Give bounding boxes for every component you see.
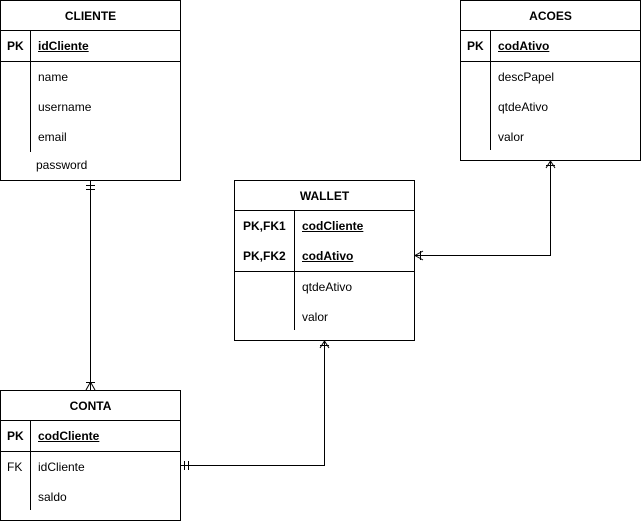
attribute-fk: idCliente (38, 460, 85, 474)
attribute-row: qtdeAtivo (235, 272, 414, 302)
attribute: username (38, 100, 92, 114)
attribute-row: valor (461, 122, 640, 152)
attribute-row: email (1, 122, 180, 152)
attribute-row: qtdeAtivo (461, 92, 640, 122)
key-label: PK,FK2 (243, 249, 286, 263)
attribute-pk: codAtivo (302, 249, 354, 263)
fk-row: FK idCliente (1, 452, 180, 482)
attribute: valor (302, 310, 329, 324)
attribute-row: username (1, 92, 180, 122)
attribute-pk: codCliente (38, 429, 100, 443)
attribute-row: password (1, 152, 180, 180)
key-label: PK (7, 429, 24, 443)
attribute: qtdeAtivo (498, 100, 549, 114)
pk-row: PK,FK2 codAtivo (235, 241, 414, 272)
attribute-row: saldo (1, 482, 180, 512)
column-divider (490, 31, 491, 61)
key-label: PK (7, 39, 24, 53)
key-label: FK (7, 460, 23, 474)
column-divider (30, 62, 31, 152)
column-divider (30, 421, 31, 451)
attribute: saldo (38, 490, 67, 504)
pk-row: PK idCliente (1, 31, 180, 62)
column-divider (30, 31, 31, 61)
relationship-wallet-conta (181, 340, 330, 470)
attribute: valor (498, 130, 525, 144)
entity-title: CONTA (1, 391, 180, 421)
attribute-row: name (1, 62, 180, 92)
attribute-pk: codAtivo (498, 39, 550, 53)
attribute-pk: idCliente (38, 39, 89, 53)
relationship-cliente-conta (85, 181, 96, 391)
attribute: descPapel (498, 70, 555, 84)
entity-title: WALLET (235, 181, 414, 211)
entity-cliente[interactable]: CLIENTE PK idCliente name username email… (0, 0, 181, 181)
attribute: password (36, 158, 88, 172)
column-divider (294, 272, 295, 330)
entity-conta[interactable]: CONTA PK codCliente FK idCliente saldo (0, 390, 181, 521)
attribute: name (38, 70, 69, 84)
pk-row: PK codAtivo (461, 31, 640, 62)
attribute: email (38, 130, 67, 144)
entity-title: CLIENTE (1, 1, 180, 31)
column-divider (294, 211, 295, 271)
attribute: qtdeAtivo (302, 280, 353, 294)
key-label: PK (467, 39, 484, 53)
entity-title: ACOES (461, 1, 640, 31)
pk-row: PK,FK1 codCliente (235, 211, 414, 241)
attribute-pk: codCliente (302, 219, 364, 233)
column-divider (490, 62, 491, 150)
attribute-row: valor (235, 302, 414, 332)
relationship-acoes-wallet (413, 160, 556, 261)
entity-acoes[interactable]: ACOES PK codAtivo descPapel qtdeAtivo va… (460, 0, 641, 161)
key-label: PK,FK1 (243, 219, 286, 233)
attribute-row: descPapel (461, 62, 640, 92)
entity-wallet[interactable]: WALLET PK,FK1 codCliente PK,FK2 codAtivo… (234, 180, 415, 341)
column-divider (30, 452, 31, 510)
pk-row: PK codCliente (1, 421, 180, 452)
